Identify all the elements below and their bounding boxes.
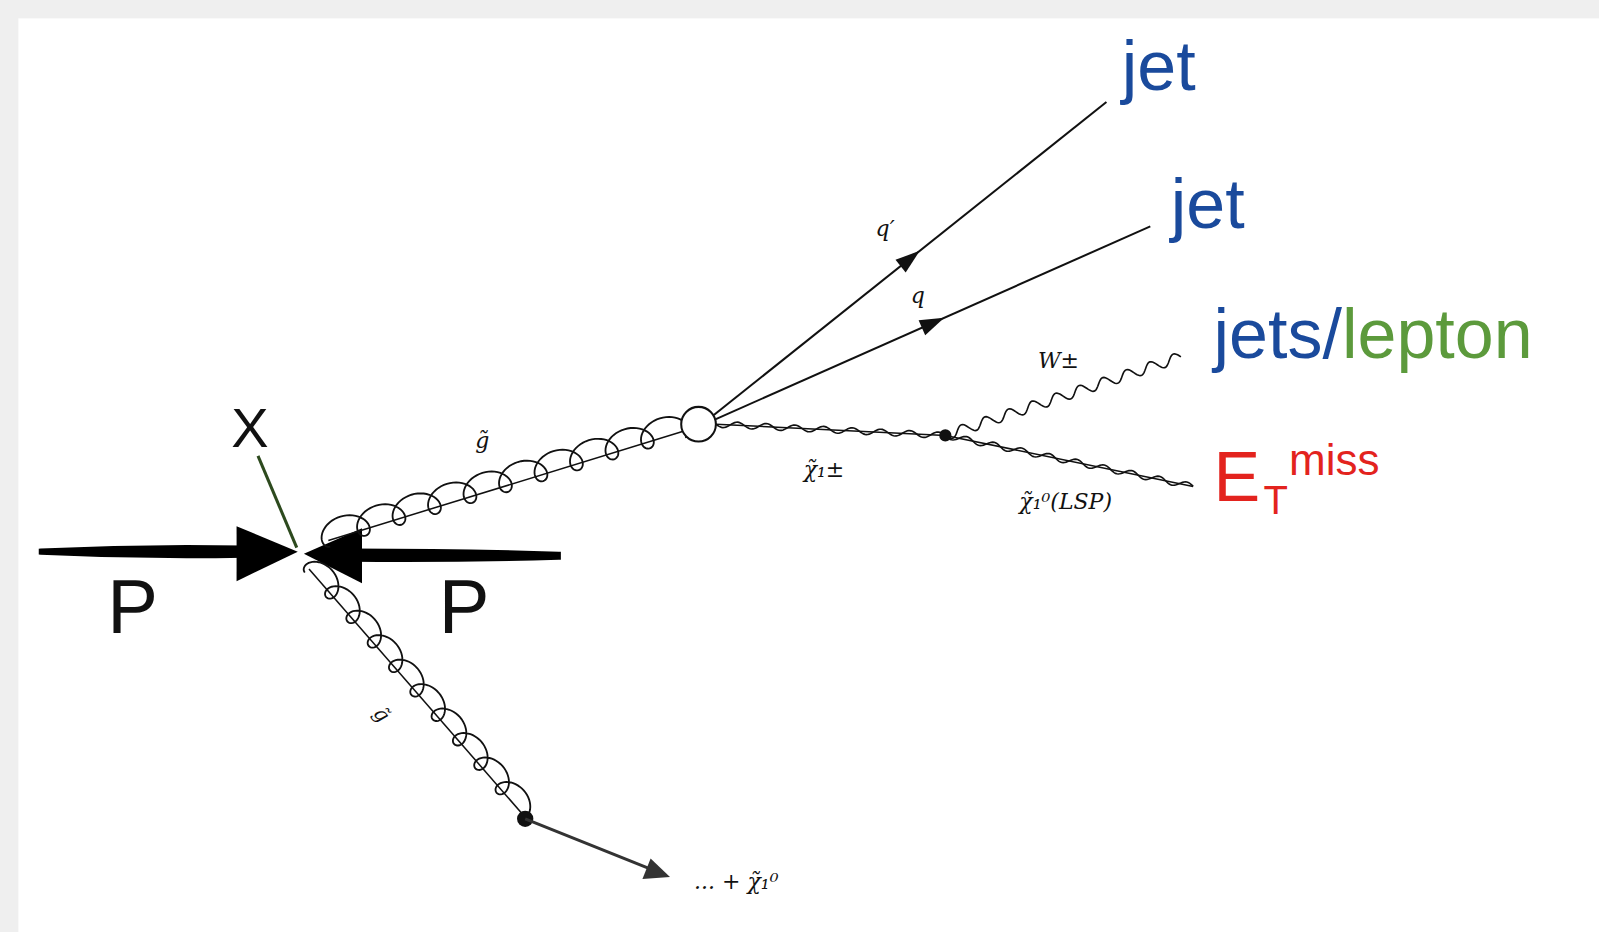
remnant-label: X [231,400,268,456]
proton-arrowhead-right [304,528,362,583]
lepton-label: lepton [1342,299,1533,369]
decay-line [525,819,652,870]
particle-label: W± [1036,350,1081,372]
particle-label: χ̃₁⁰(LSP) [1017,491,1114,513]
particle-label: g̃ [369,701,395,727]
neutralino-wave-line [945,435,1193,486]
gluino-curl [322,417,690,547]
quark-line [716,226,1150,419]
remnant-line [258,456,297,548]
missing-energy-superscript: miss [1289,438,1379,482]
decay-arrowhead [642,859,670,879]
proton-label: P [107,569,158,645]
gluino-line [328,431,683,540]
proton-beam-left [41,547,245,556]
jets-label: jets/ [1214,299,1342,369]
particle-label: χ̃₁± [802,459,847,481]
missing-energy-subscript: T [1263,480,1287,520]
neutralino-wave [945,435,1193,486]
decay-vertex [681,407,716,442]
quark-arrowhead [895,251,919,273]
particle-label: ... + χ̃₁⁰ [692,871,780,893]
particle-label: q [909,285,927,307]
decay-dot [517,811,533,827]
chargino-wave [716,422,945,437]
proton-label: P [439,569,490,645]
missing-energy-label: E [1214,442,1261,512]
quark-line [714,102,1107,415]
particle-label: g̃ [473,430,491,452]
generated-lines [304,251,1193,819]
jet-label: jet [1122,31,1196,101]
gluino-curl [304,562,531,819]
gluino-line [309,569,522,814]
quark-arrowhead [919,318,945,335]
particle-label: q′ [874,218,897,240]
panel-ground [18,18,1599,932]
proton-arrowhead-left [237,526,298,581]
jet-label: jet [1171,169,1245,239]
decay-dot [939,429,951,441]
proton-beam-right [352,551,559,560]
